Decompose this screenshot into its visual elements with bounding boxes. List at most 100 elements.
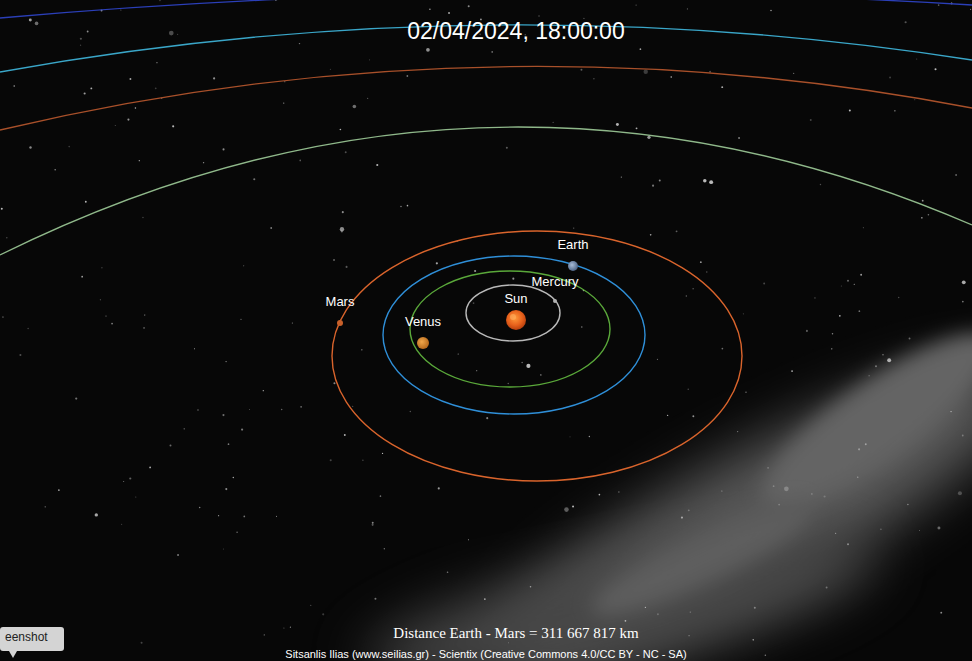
- star: [618, 491, 620, 493]
- star: [223, 148, 225, 150]
- star: [121, 524, 122, 525]
- star: [129, 78, 131, 80]
- star: [372, 522, 374, 524]
- star: [865, 443, 867, 445]
- star: [940, 612, 942, 614]
- star: [473, 302, 475, 304]
- star: [101, 267, 102, 268]
- star: [573, 228, 574, 229]
- star: [763, 282, 765, 284]
- star: [869, 375, 870, 376]
- milky-way: [355, 307, 972, 661]
- star: [81, 276, 83, 278]
- star: [657, 359, 658, 360]
- star: [218, 515, 219, 516]
- star: [13, 85, 15, 87]
- star: [299, 160, 301, 162]
- jupiter-orbit: [0, 127, 972, 255]
- star: [962, 435, 964, 437]
- star: [54, 169, 56, 171]
- star: [640, 48, 642, 50]
- star: [889, 77, 891, 79]
- mars-body: [337, 320, 343, 326]
- star: [811, 493, 813, 495]
- star: [382, 453, 383, 454]
- star: [882, 354, 883, 355]
- star: [824, 495, 826, 497]
- star: [905, 21, 907, 23]
- star: [330, 69, 331, 70]
- star: [858, 448, 860, 450]
- star: [692, 415, 694, 417]
- star: [659, 179, 661, 181]
- star: [743, 313, 744, 314]
- star: [376, 164, 378, 166]
- star: [129, 477, 131, 479]
- star: [645, 607, 646, 608]
- star: [438, 487, 440, 489]
- star: [233, 477, 234, 478]
- credit-note: Sitsanlis Ilias (www.seilias.gr) - Scien…: [285, 648, 686, 661]
- star: [676, 230, 678, 232]
- star: [156, 62, 157, 63]
- star: [847, 280, 849, 282]
- star: [934, 68, 936, 70]
- star: [310, 605, 311, 606]
- sun-body: [506, 310, 526, 330]
- sun-spot: [510, 314, 516, 320]
- star: [240, 319, 241, 320]
- star: [361, 349, 363, 351]
- star: [486, 417, 488, 419]
- star: [225, 488, 227, 490]
- outer-orbits: [0, 0, 972, 255]
- star: [635, 4, 636, 5]
- star: [410, 411, 412, 413]
- star: [721, 490, 722, 491]
- star: [322, 613, 324, 615]
- star: [384, 548, 385, 549]
- star: [621, 177, 622, 178]
- star: [508, 642, 509, 643]
- star: [508, 383, 509, 384]
- star: [564, 507, 569, 512]
- star: [448, 12, 450, 14]
- star: [540, 374, 541, 375]
- star: [340, 227, 344, 231]
- star: [887, 358, 891, 362]
- star: [105, 315, 106, 316]
- star: [249, 409, 250, 410]
- star: [203, 162, 204, 163]
- star: [937, 526, 940, 529]
- star: [95, 513, 98, 516]
- venus-body: [417, 337, 429, 349]
- star: [263, 390, 264, 391]
- star: [826, 587, 828, 589]
- star: [142, 217, 143, 218]
- star: [346, 266, 348, 268]
- star: [380, 495, 382, 497]
- star: [553, 122, 554, 123]
- star: [135, 107, 137, 109]
- star: [530, 586, 532, 588]
- star: [670, 76, 672, 78]
- star: [767, 467, 769, 469]
- star: [177, 34, 178, 35]
- planet-label: Earth: [557, 238, 588, 253]
- star: [45, 506, 46, 507]
- star: [849, 109, 851, 111]
- star: [922, 200, 924, 202]
- star: [690, 612, 691, 613]
- star: [875, 365, 877, 367]
- star: [362, 460, 363, 461]
- star: [333, 259, 334, 260]
- star: [283, 628, 284, 629]
- star: [276, 516, 277, 517]
- star: [436, 262, 438, 264]
- star: [290, 627, 291, 628]
- star: [955, 174, 957, 176]
- star: [243, 516, 245, 518]
- star: [687, 8, 688, 9]
- star: [484, 598, 486, 600]
- star: [820, 184, 821, 185]
